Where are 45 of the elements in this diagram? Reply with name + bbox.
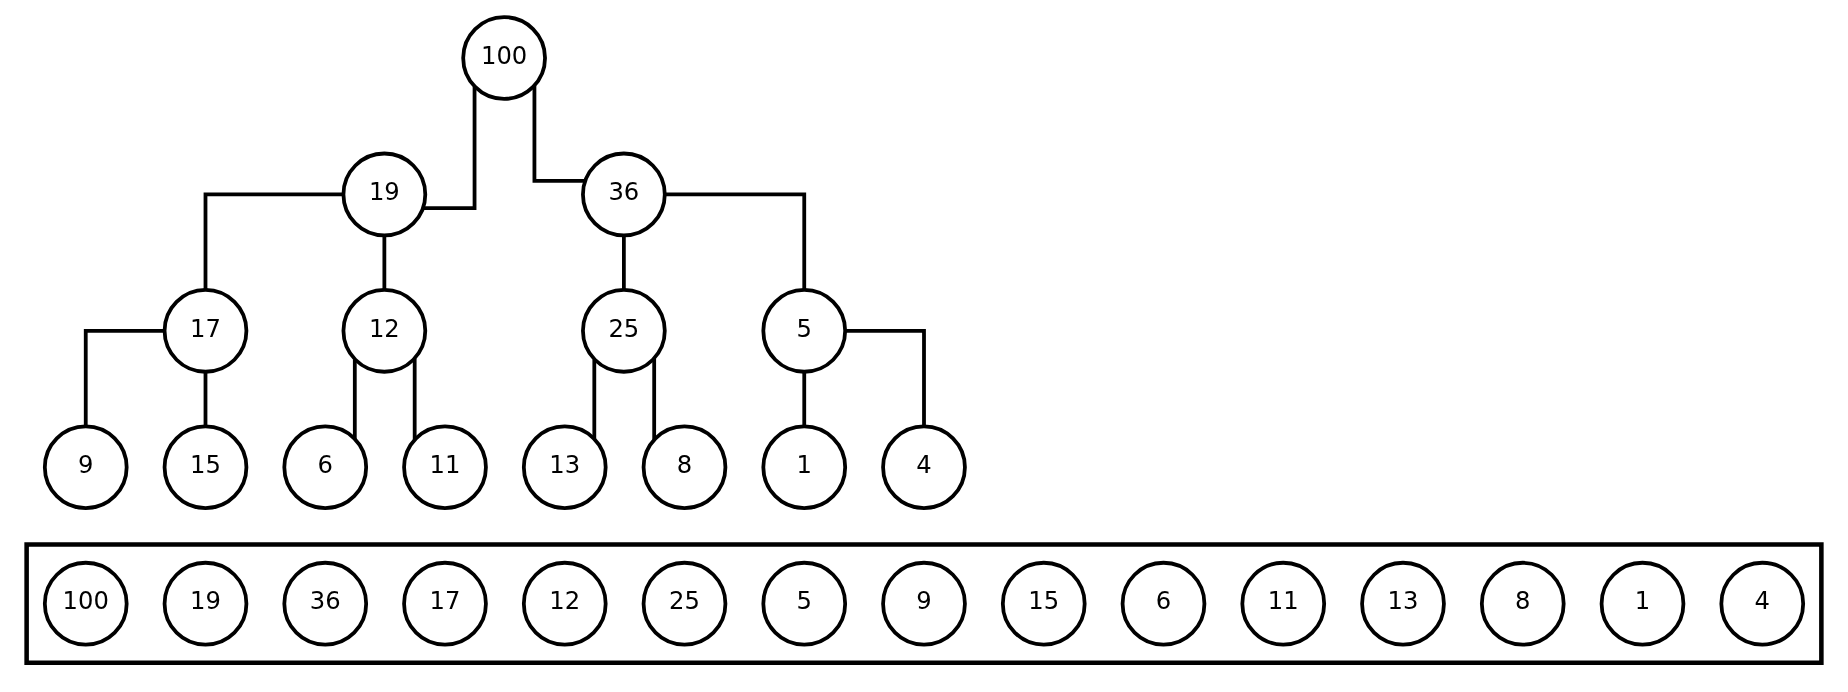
node-circle: 1	[1599, 560, 1686, 647]
node-circle: 19	[341, 151, 428, 238]
node-circle: 1	[761, 424, 848, 511]
node-circle: 9	[881, 560, 967, 647]
node-circle: 15	[162, 424, 249, 511]
node-circle: 9	[42, 424, 129, 511]
node-circle: 17	[402, 560, 488, 647]
node-circle: 5	[761, 288, 848, 374]
connector	[802, 371, 807, 426]
node-circle: 100	[42, 560, 129, 647]
node-circle: 25	[581, 288, 667, 374]
connector	[382, 235, 387, 290]
node-circle: 15	[1000, 560, 1087, 647]
node-circle: 11	[1240, 560, 1327, 647]
connector	[664, 192, 807, 290]
node-circle: 8	[1479, 560, 1566, 647]
connector	[621, 235, 626, 290]
connector	[532, 85, 585, 183]
node-circle: 36	[581, 151, 667, 238]
node-circle: 25	[641, 560, 728, 647]
node-circle: 36	[282, 560, 369, 647]
connector	[592, 359, 597, 439]
node-circle: 4	[1719, 560, 1806, 647]
connector	[203, 371, 208, 426]
node-circle: 13	[521, 424, 608, 511]
connector	[652, 358, 657, 440]
node-circle: 12	[521, 560, 608, 647]
node-circle: 100	[461, 15, 547, 101]
connector	[423, 86, 477, 210]
connector	[83, 328, 165, 427]
node-circle: 13	[1360, 560, 1446, 647]
cluster	[24, 542, 1824, 666]
node-circle: 17	[162, 288, 249, 374]
node-circle: 5	[761, 560, 848, 647]
node-circle: 12	[341, 288, 428, 374]
connector	[352, 359, 357, 439]
connector	[845, 328, 926, 427]
connector	[412, 358, 417, 440]
node-circle: 8	[641, 424, 728, 511]
node-circle: 4	[881, 424, 967, 511]
node-circle: 19	[162, 560, 249, 647]
node-circle: 11	[402, 424, 488, 511]
node-circle: 6	[282, 424, 369, 511]
connector	[203, 192, 344, 290]
node-circle: 6	[1120, 560, 1207, 647]
